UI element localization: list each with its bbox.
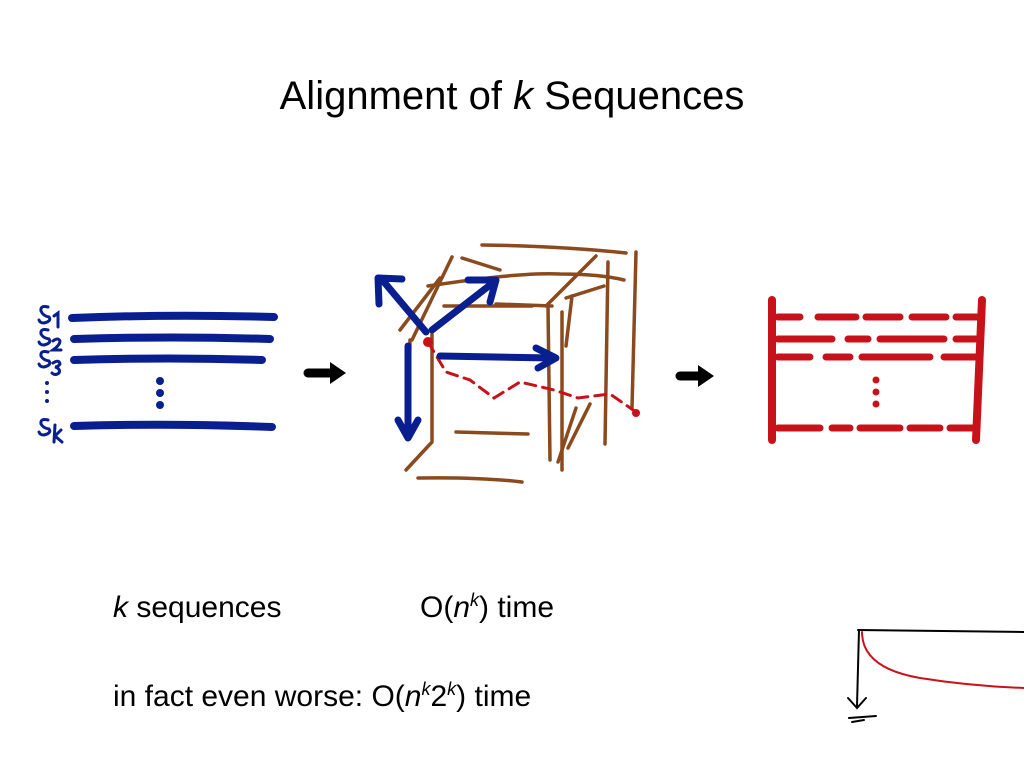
label-s3 xyxy=(37,350,62,376)
label-sk xyxy=(37,418,64,444)
worse-two: 2 xyxy=(430,680,448,713)
title-variable: k xyxy=(513,74,534,118)
sequence-labels xyxy=(37,305,64,444)
sequence-line-2 xyxy=(70,333,274,343)
label-dots xyxy=(45,381,49,403)
sequence-line-1 xyxy=(68,311,278,322)
worse-n: n xyxy=(404,680,422,713)
path-end-dot xyxy=(632,409,640,417)
worse-exponent-1: k xyxy=(421,679,431,699)
sketch-axis-top xyxy=(857,629,1024,633)
complexity-label: O(nk) time xyxy=(420,590,554,626)
sequences-word: sequences xyxy=(128,591,282,624)
arrow-down-icon xyxy=(394,342,422,442)
worse-exponent-2: k xyxy=(447,679,457,699)
k-variable: k xyxy=(113,591,128,624)
sequences-group xyxy=(68,311,278,431)
k-sequences-label: k sequences xyxy=(113,590,281,626)
complexity-n: n xyxy=(453,591,471,624)
arrow-right-icon xyxy=(436,344,560,372)
path-start-dot xyxy=(423,337,433,347)
alignment-dots xyxy=(872,376,880,408)
arrow-up-right-icon xyxy=(428,276,500,334)
sequence-line-k xyxy=(70,420,276,431)
arrow-right-icon-2 xyxy=(675,365,714,387)
vertical-ellipsis-dots xyxy=(156,377,164,409)
title-suffix: Sequences xyxy=(533,74,745,118)
title-prefix: Alignment of xyxy=(279,74,514,118)
alignment-result xyxy=(768,296,986,444)
alignment-path xyxy=(423,337,640,417)
sketch-tick xyxy=(848,715,877,723)
complexity-prefix: O( xyxy=(420,591,454,624)
direction-arrows xyxy=(374,274,560,442)
label-s2 xyxy=(37,328,63,352)
complexity-exponent: k xyxy=(470,590,480,610)
dp-cube xyxy=(398,243,638,484)
worse-suffix: ) time xyxy=(456,680,532,713)
sequence-line-3 xyxy=(70,354,266,364)
alignment-right-bar xyxy=(972,296,986,444)
complexity-suffix: ) time xyxy=(479,591,555,624)
arrow-up-left-icon xyxy=(374,274,430,336)
sketch-curve xyxy=(861,631,1024,689)
page-title: Alignment of k Sequences xyxy=(0,72,1024,120)
label-s1 xyxy=(37,305,60,329)
worse-prefix: in fact even worse: O( xyxy=(113,680,405,713)
runtime-sketch xyxy=(847,629,1024,723)
sketch-arrowhead xyxy=(847,697,867,710)
sketch-axis-left xyxy=(856,629,860,707)
worse-complexity-label: in fact even worse: O(nk2k) time xyxy=(113,679,531,715)
arrow-right-icon-1 xyxy=(303,362,346,384)
